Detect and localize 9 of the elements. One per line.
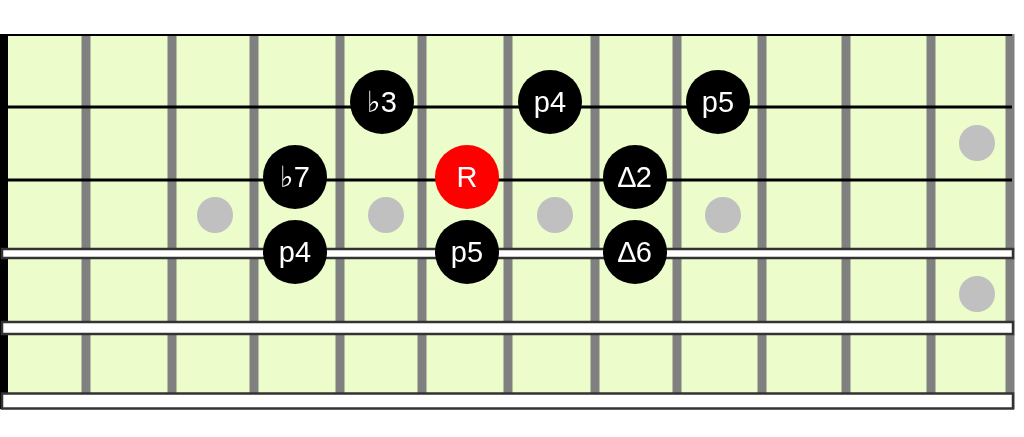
interval-label: ∆6 — [618, 237, 652, 267]
interval-label: p4 — [278, 237, 312, 267]
interval-label: p5 — [701, 87, 735, 117]
interval-label: p5 — [450, 237, 484, 267]
interval-label: ∆2 — [618, 162, 652, 192]
interval-label: ♭7 — [280, 162, 310, 192]
interval-label: R — [456, 162, 478, 192]
interval-label: ♭3 — [367, 87, 397, 117]
interval-label: p4 — [533, 87, 567, 117]
